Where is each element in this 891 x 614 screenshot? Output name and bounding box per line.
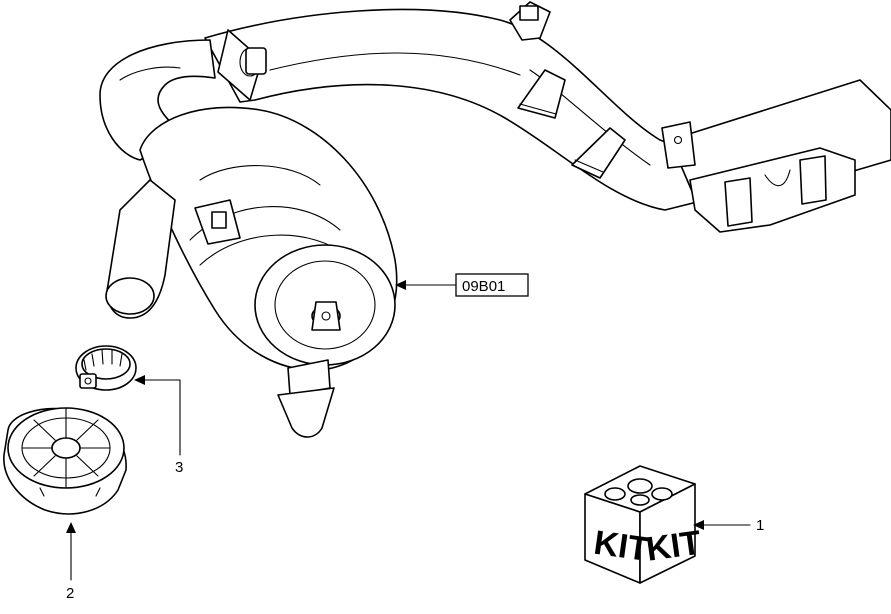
pre-cleaner-item-2 [3, 407, 127, 515]
kit-box-item-1: KIT KIT [584, 465, 704, 584]
kit-label-right: KIT [644, 524, 704, 569]
arrow-item-3 [134, 375, 145, 385]
kit-label-left: KIT [592, 524, 652, 569]
hose-clamp-item-3 [75, 345, 137, 391]
dust-valve [277, 359, 335, 438]
callout-item-3[interactable]: 3 [175, 459, 183, 476]
callout-ref-09b01[interactable]: 09B01 [455, 273, 529, 297]
callouts: 09B01 3 2 1 [66, 273, 764, 602]
arrow-item-2 [66, 522, 76, 533]
leader-item-3 [141, 379, 181, 456]
hose-clamp-right [571, 127, 626, 179]
wing-nut [311, 301, 341, 331]
callout-item-2[interactable]: 2 [66, 585, 74, 602]
intake-manifold [661, 79, 891, 233]
ref-box-label: 09B01 [462, 278, 505, 295]
hose-clamp-upper-left [217, 29, 267, 101]
callout-item-1[interactable]: 1 [756, 517, 764, 534]
arrow-item-1 [693, 520, 704, 530]
air-filter-housing [105, 106, 398, 438]
intake-pipe [204, 1, 706, 211]
pipe-top-connector [509, 1, 551, 41]
air-inlet-elbow [99, 39, 216, 161]
arrow-09b01 [395, 280, 406, 290]
hose-clamp-mid [517, 69, 566, 119]
